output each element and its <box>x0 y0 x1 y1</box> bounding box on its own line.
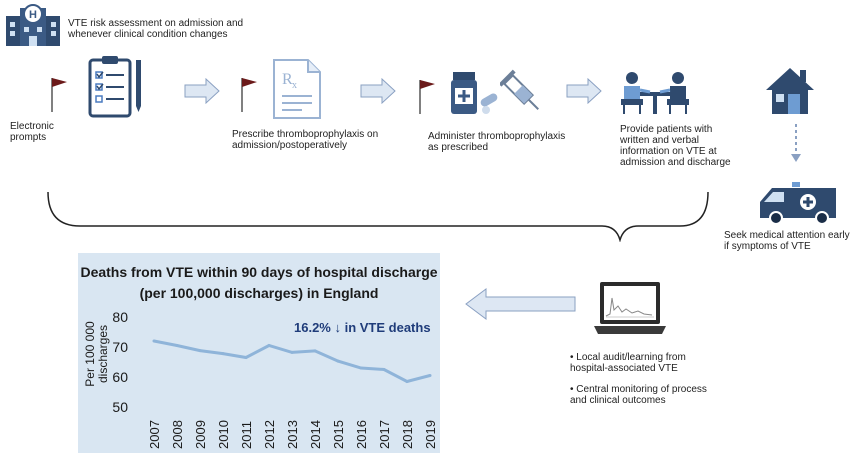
right-arrow-icon <box>184 78 220 104</box>
x-tick-label: 2018 <box>400 420 415 449</box>
syringe-icon <box>500 68 544 118</box>
data-point <box>290 350 294 354</box>
chart-title: Deaths from VTE within 90 days of hospit… <box>80 264 438 301</box>
data-point <box>221 352 225 356</box>
medicine-bottle-icon <box>450 70 500 116</box>
x-tick-label: 2007 <box>147 420 162 449</box>
chart-annotation: 16.2% ↓ in VTE deaths <box>294 320 431 335</box>
ambulance-icon <box>758 180 840 226</box>
seek-text: Seek medical attention early if symptoms… <box>724 230 850 252</box>
x-tick-label: 2016 <box>354 420 369 449</box>
x-tick-label: 2019 <box>423 420 438 449</box>
prescription-icon: R x <box>272 58 322 120</box>
flag-icon <box>50 76 70 112</box>
left-arrow-icon <box>464 287 576 321</box>
right-arrow-icon <box>360 78 396 104</box>
laptop-chart-icon <box>592 280 668 338</box>
data-point <box>382 368 386 371</box>
clipboard-checklist-icon <box>88 54 146 118</box>
data-point <box>359 366 363 370</box>
hospital-icon: H <box>4 2 62 46</box>
audit-local-text: • Local audit/learning from hospital-ass… <box>570 352 686 374</box>
y-tick-label: 70 <box>112 339 128 355</box>
x-tick-label: 2011 <box>239 421 254 449</box>
flag-icon <box>240 76 260 112</box>
svg-text:R: R <box>282 71 293 88</box>
x-tick-label: 2012 <box>262 420 277 449</box>
inform-text: Provide patients with written and verbal… <box>620 124 731 168</box>
dashed-down-arrow-icon <box>790 124 802 164</box>
right-arrow-icon <box>566 78 602 104</box>
administer-text: Administer thromboprophylaxis as prescri… <box>428 131 566 153</box>
consultation-icon <box>620 70 690 116</box>
prompts-text: Electronic prompts <box>10 121 54 143</box>
x-tick-label: 2008 <box>170 420 185 449</box>
chart-panel <box>78 253 440 453</box>
x-tick-label: 2014 <box>308 420 323 449</box>
audit-central-text: • Central monitoring of process and clin… <box>570 384 707 406</box>
x-tick-label: 2009 <box>193 420 208 449</box>
x-tick-label: 2015 <box>331 420 346 449</box>
y-tick-label: 80 <box>112 309 128 325</box>
assessment-text: VTE risk assessment on admission and whe… <box>68 18 244 40</box>
house-icon <box>764 64 816 116</box>
x-tick-label: 2013 <box>285 420 300 449</box>
flag-icon <box>418 78 438 114</box>
x-tick-label: 2010 <box>216 420 231 449</box>
data-point <box>336 359 340 363</box>
y-tick-label: 60 <box>112 369 128 385</box>
data-point <box>313 349 317 353</box>
data-point <box>405 380 409 383</box>
data-point <box>175 344 179 347</box>
data-point <box>152 339 156 343</box>
data-point <box>198 349 202 353</box>
bracket-line <box>40 190 720 242</box>
data-point <box>428 374 432 377</box>
x-tick-label: 2017 <box>377 420 392 449</box>
y-tick-label: 50 <box>112 399 128 415</box>
svg-text:H: H <box>29 9 37 21</box>
svg-text:x: x <box>292 80 297 91</box>
data-point <box>267 344 271 347</box>
line-chart: 80 70 60 50 2007 2008 2009 2010 2011 2012 2013 2014… <box>112 309 438 449</box>
prescribe-text: Prescribe thromboprophylaxis on admissio… <box>232 129 379 151</box>
data-point <box>244 356 248 359</box>
series-line <box>153 339 431 384</box>
